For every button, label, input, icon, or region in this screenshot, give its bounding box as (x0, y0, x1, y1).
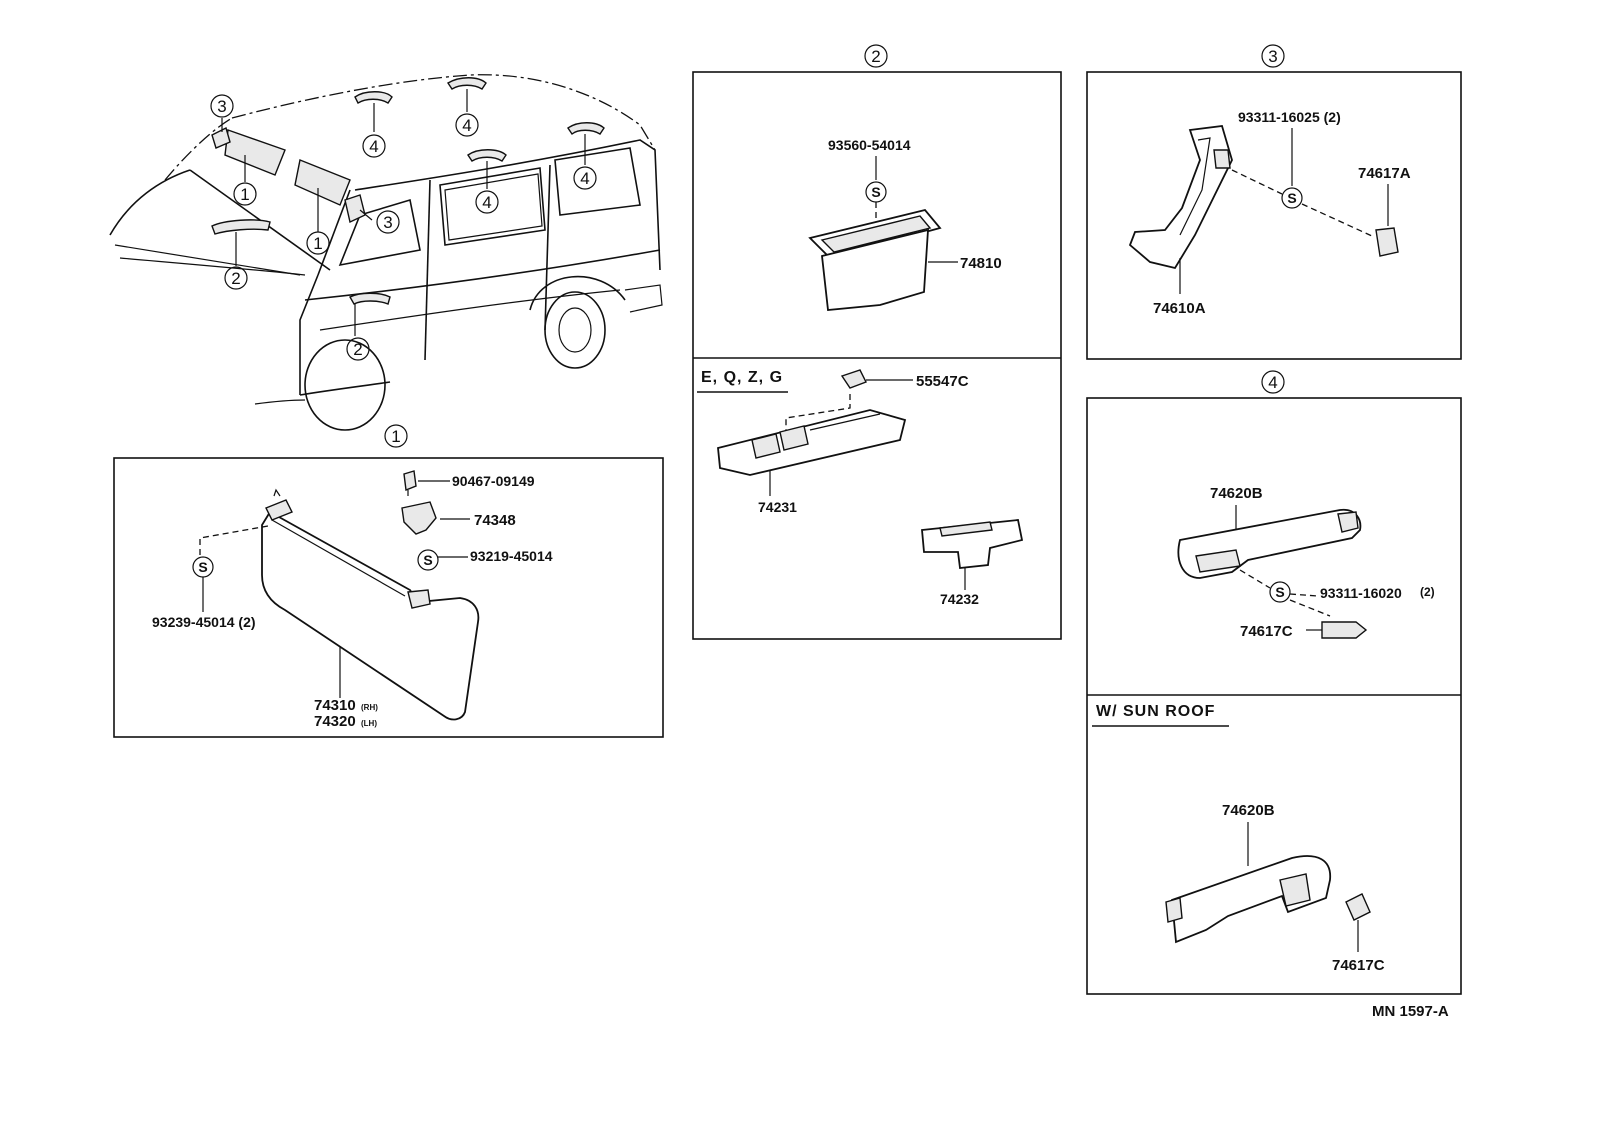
part-label-55547C: 55547C (916, 373, 969, 390)
overview-callout-circle (346, 337, 370, 361)
overview-callout-circle (306, 231, 330, 255)
van-overview-illustration (109, 74, 663, 431)
variant-header-eqzg: E, Q, Z, G (701, 369, 783, 386)
overview-callout-label: 4 (482, 193, 491, 212)
clip-icon (840, 369, 867, 389)
svg-text:(RH): (RH) (361, 703, 378, 712)
cap-74617A-icon (1375, 227, 1399, 257)
overview-callout-circle (455, 113, 479, 137)
svg-text:S: S (871, 184, 880, 200)
part-label-93560-54014: 93560-54014 (828, 137, 911, 153)
part-label-90467-09149: 90467-09149 (452, 473, 535, 489)
roof-grip-screw-symbol (1269, 581, 1291, 603)
part-label-74810: 74810 (960, 255, 1002, 272)
grip-74610A-illustration (1128, 125, 1233, 270)
overview-callout-label: 1 (313, 234, 322, 253)
diagram-code: MN 1597-A (1372, 1003, 1449, 1020)
part-label-74617A: 74617A (1358, 165, 1411, 182)
visor-hinge-icon (407, 589, 431, 609)
panel-1-number-circle (384, 424, 408, 448)
panel-3-assist-grip: 3 93311-16025 (2) S 74617A 74610A (1086, 44, 1462, 360)
part-label-93311-16020: 93311-16020 (1320, 585, 1402, 601)
panel-2-box (692, 71, 1062, 640)
panel-4-box (1086, 397, 1462, 995)
panel-1-box (113, 457, 664, 738)
overview-callout-label: 2 (231, 269, 240, 288)
svg-text:S: S (198, 559, 207, 575)
panel-3-box (1086, 71, 1462, 360)
overview-callout-circle (573, 166, 597, 190)
part-label-74310: 74310 (314, 697, 356, 714)
visor-bracket-icon (265, 499, 293, 521)
overview-callout-circle (362, 134, 386, 158)
part-label-74232: 74232 (940, 591, 979, 607)
part-label-74617C: 74617C (1240, 623, 1293, 640)
part-label-93239-45014: 93239-45014 (2) (152, 614, 256, 630)
overview-callout-circle (376, 210, 400, 234)
overview-callout-circle (233, 182, 257, 206)
panel-4-number: 4 (1268, 373, 1277, 392)
holder-icon (401, 501, 437, 535)
part-label-74620B-sunroof: 74620B (1222, 802, 1275, 819)
overview-callout-label: 4 (580, 169, 589, 188)
cap-74617C-sunroof-icon (1345, 893, 1371, 921)
part-label-74320: 74320 (314, 713, 356, 730)
svg-text:(LH): (LH) (361, 719, 377, 728)
overview-callout-circle (210, 94, 234, 118)
overview-callout-label: 4 (369, 137, 378, 156)
overview-callout-circle (224, 266, 248, 290)
overview-callout-label: 2 (353, 340, 362, 359)
variant-header-sunroof: W/ SUN ROOF (1096, 703, 1215, 720)
overview-callout-label: 1 (240, 185, 249, 204)
part-label-74610A: 74610A (1153, 300, 1206, 317)
grip-screw-symbol (1281, 187, 1303, 209)
part-label-93311-16025: 93311-16025 (2) (1238, 109, 1341, 125)
console-illustration (717, 409, 907, 476)
panel-2-tray-and-console: 2 93560-54014 S 74810 E, Q, Z, G 55547C … (692, 44, 1062, 640)
sun-visor-illustration (261, 510, 480, 721)
svg-text:S: S (423, 552, 432, 568)
part-label-74617C-sunroof: 74617C (1332, 957, 1385, 974)
panel-1-sun-visor: 1 S 93239-45014 (2) 90467-09149 74348 S … (113, 424, 664, 738)
panel-3-number-circle (1261, 44, 1285, 68)
cap-74617C-icon (1321, 621, 1368, 639)
screw-symbol-upper (417, 549, 439, 571)
overview-callout-circle (475, 190, 499, 214)
overview-callout-label: 3 (217, 97, 226, 116)
panel-2-number: 2 (871, 47, 880, 66)
panel-3-number: 3 (1268, 47, 1277, 66)
panel-1-number: 1 (391, 427, 400, 446)
tray-box-illustration (821, 228, 929, 311)
panel-4-roof-grip: 4 74620B S 93311-16020 (2) 74617C W/ SUN… (1086, 370, 1462, 995)
svg-text:S: S (1287, 190, 1296, 206)
overview-callout-label: 3 (383, 213, 392, 232)
part-label-74348: 74348 (474, 512, 516, 529)
part-label-93219-45014: 93219-45014 (470, 548, 553, 564)
overview-callout-label: 4 (462, 116, 471, 135)
svg-text:S: S (1275, 584, 1284, 600)
part-label-74231: 74231 (758, 499, 797, 515)
bolt-icon (403, 470, 417, 491)
panel-4-number-circle (1261, 370, 1285, 394)
part-label-74620B: 74620B (1210, 485, 1263, 502)
panel-2-number-circle (864, 44, 888, 68)
overview-callouts: 3 1 2 1 3 4 4 4 4 2 (210, 94, 597, 361)
svg-text:(2): (2) (1420, 585, 1435, 599)
